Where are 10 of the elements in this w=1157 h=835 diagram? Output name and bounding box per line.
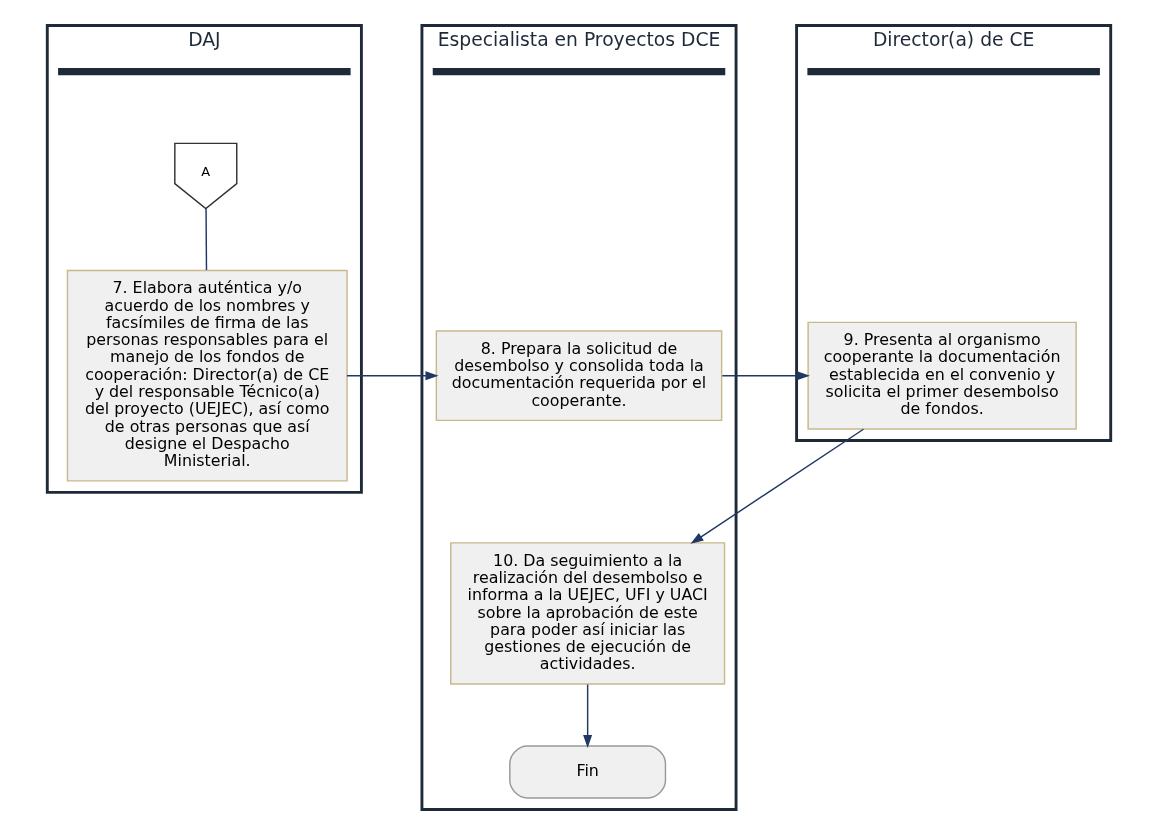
arrow: [345, 371, 438, 381]
arrow: [690, 428, 864, 544]
node-box: 10. Da seguimiento a la realización del desembolso e informa a la UEJEC, UFI y UACI sobre la aprobación de este para poder así iniciar las gestiones de ejecución de actividades.: [449, 542, 725, 685]
arrow: [582, 683, 592, 748]
connector: [204, 207, 207, 271]
node-box: Fin: [508, 745, 666, 799]
node-box: 9. Presenta al organismo cooperante la documentación establecida en el convenio y solicita el primer desembolso de fondos.: [806, 321, 1077, 430]
node-box: 7. Elabora auténtica y/o acuerdo de los nombres y facsímiles de firma de las personas responsables para el manejo de los fondos de cooperación: Director(a) de CE y del responsable Técnico(a) del proyecto (UEJEC), así como de otras personas que así designe el Despacho Ministerial.: [66, 269, 348, 482]
arrow: [721, 371, 810, 381]
node-box: 8. Prepara la solicitud de desembolso y consolida toda la documentación requerida por el cooperante.: [435, 330, 722, 422]
